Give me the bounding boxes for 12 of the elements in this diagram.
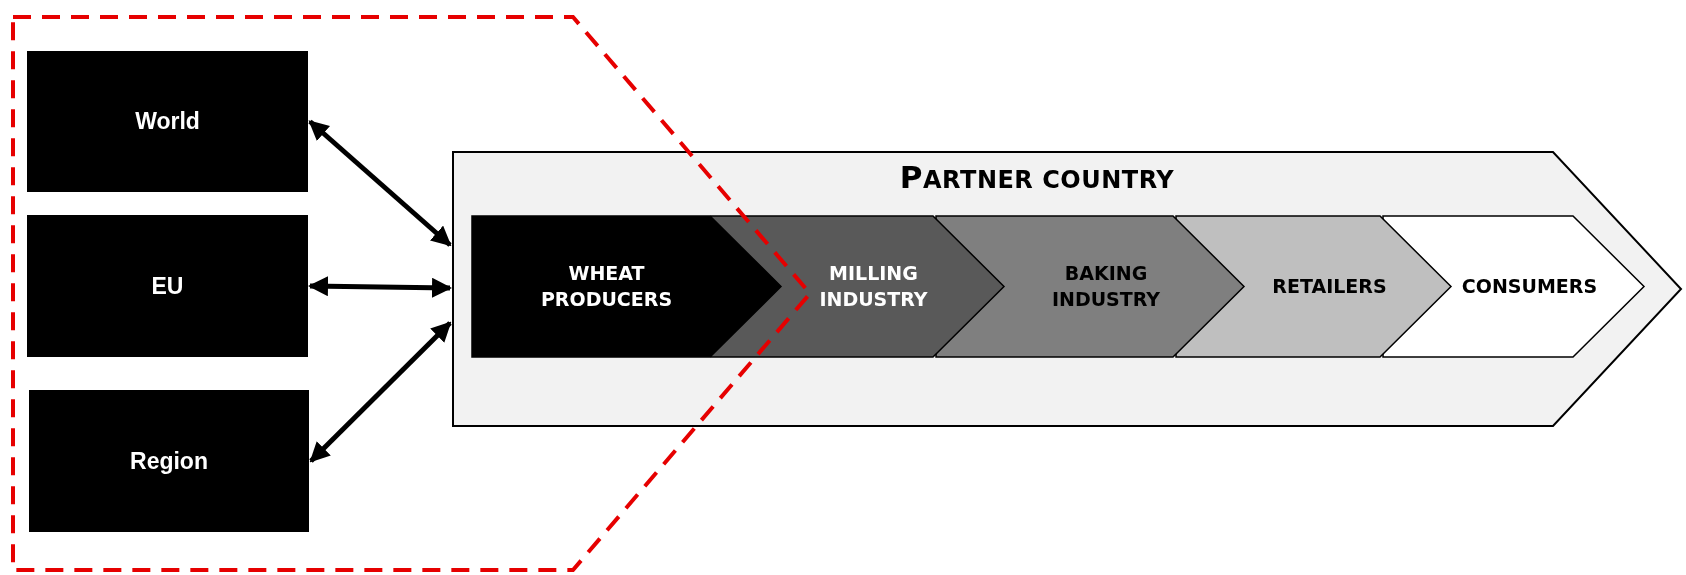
stage-label: BAKING INDUSTRY [1050, 260, 1162, 312]
stage-label: RETAILERS [1272, 273, 1387, 299]
stage-label: WHEAT PRODUCERS [539, 260, 674, 312]
double-arrow [308, 276, 452, 298]
stage-label: MILLING INDUSTRY [818, 260, 929, 312]
double-arrow [309, 321, 452, 463]
region-box: World [27, 51, 308, 192]
region-box: Region [29, 390, 309, 532]
double-arrow [308, 119, 452, 247]
band-title: PARTNER COUNTRY [898, 159, 1176, 195]
stage-label: CONSUMERS [1461, 273, 1598, 299]
region-box: EU [27, 215, 308, 357]
